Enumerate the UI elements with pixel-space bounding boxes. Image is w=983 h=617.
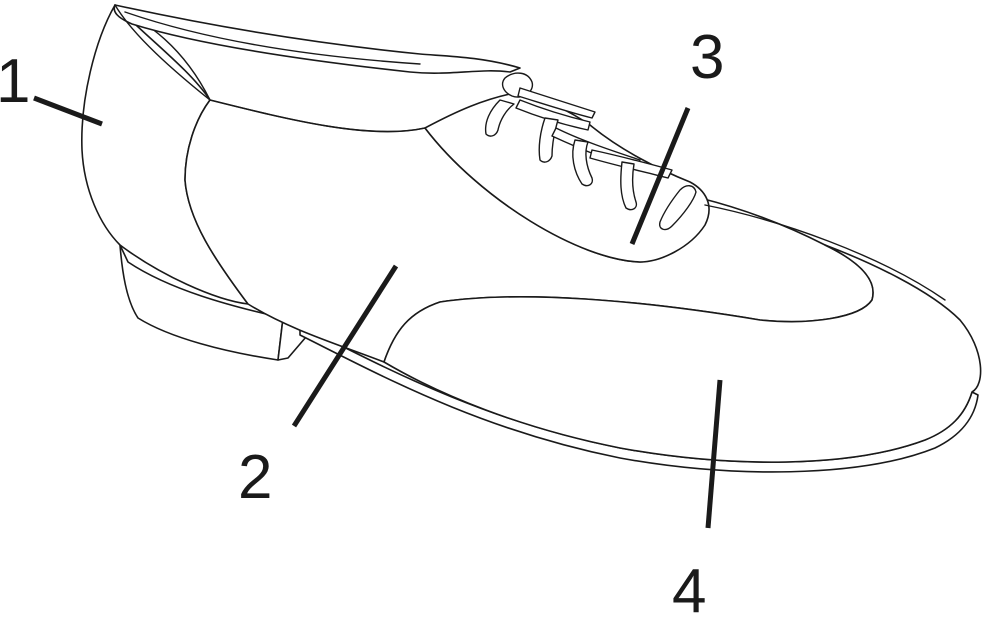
callout-label-1: 1 xyxy=(0,47,30,116)
leader-line-3 xyxy=(629,107,691,245)
leader-line-2 xyxy=(291,264,399,428)
collar xyxy=(113,4,521,133)
callout-label-3: 3 xyxy=(690,23,724,92)
leader-line-1 xyxy=(33,95,103,127)
callout-label-4: 4 xyxy=(672,557,706,617)
laces xyxy=(484,72,697,231)
leader-line-4 xyxy=(705,379,723,529)
callout-label-2: 2 xyxy=(238,443,272,512)
toe-vamp xyxy=(383,204,982,463)
